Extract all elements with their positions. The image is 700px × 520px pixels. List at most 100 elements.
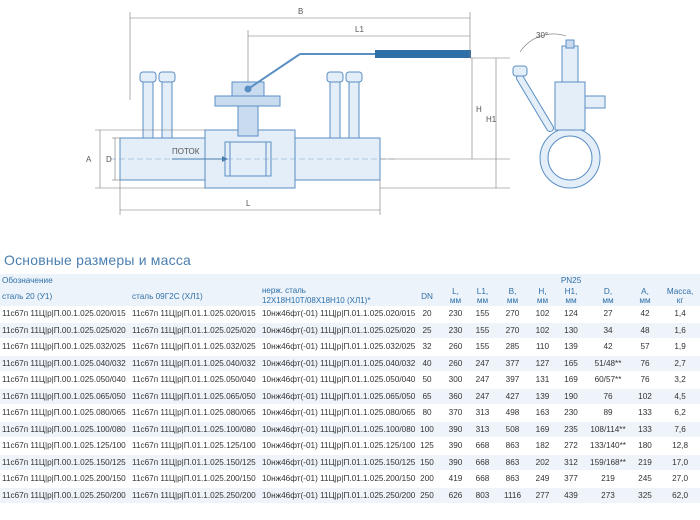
table-cell: 155 bbox=[469, 338, 496, 356]
header-material-1: сталь 20 (У1) bbox=[2, 291, 53, 301]
table-cell: 127 bbox=[529, 355, 556, 372]
table-cell: 102 bbox=[529, 322, 556, 339]
table-cell: 12,8 bbox=[660, 437, 700, 455]
table-cell: 10нж46фт(-01) 11Ц|р|П.01.1.025.040/032 bbox=[260, 355, 415, 372]
table-cell: 76 bbox=[630, 355, 660, 372]
table-cell: 139 bbox=[529, 388, 556, 405]
table-cell: 219 bbox=[630, 454, 660, 471]
table-cell: 439 bbox=[556, 487, 586, 504]
table-cell: 245 bbox=[630, 470, 660, 488]
table-cell: 277 bbox=[529, 487, 556, 504]
table-cell: 250 bbox=[412, 487, 442, 504]
table-cell: 312 bbox=[556, 454, 586, 471]
table-cell: 76 bbox=[630, 371, 660, 389]
table-cell: 125 bbox=[412, 437, 442, 455]
side-view bbox=[512, 33, 606, 189]
specs-table: Обозначение PN25 сталь 20 (У1) сталь 09Г… bbox=[0, 274, 700, 504]
dimension-L1 bbox=[247, 30, 470, 82]
table-cell: 60/57** bbox=[586, 371, 630, 389]
table-cell: 180 bbox=[630, 437, 660, 455]
table-cell: 863 bbox=[496, 454, 529, 471]
table-cell: 11с67п 11Ц|р|П.01.1.025.065/050 bbox=[130, 388, 260, 405]
header-L1: L1,мм bbox=[476, 287, 489, 305]
table-cell: 3,2 bbox=[660, 371, 700, 389]
valve-handle bbox=[247, 50, 471, 90]
table-cell: 230 bbox=[442, 322, 469, 339]
table-cell: 76 bbox=[586, 388, 630, 405]
table-cell: 165 bbox=[556, 355, 586, 372]
label-B: B bbox=[298, 7, 303, 16]
flow-label: ПОТОК bbox=[172, 147, 200, 156]
table-cell: 10нж46фт(-01) 11Ц|р|П.01.1.025.065/050 bbox=[260, 388, 415, 405]
table-cell: 508 bbox=[496, 421, 529, 438]
table-cell: 190 bbox=[556, 388, 586, 405]
label-A: A bbox=[86, 155, 92, 164]
table-cell: 11с67п 11Ц|р|П.01.1.025.100/080 bbox=[130, 421, 260, 438]
table-cell: 1,9 bbox=[660, 338, 700, 356]
header-designation: Обозначение bbox=[2, 275, 53, 285]
header-pn25: PN25 bbox=[560, 275, 582, 285]
table-cell: 10нж46фт(-01) 11Ц|р|П.01.1.025.032/025 bbox=[260, 338, 415, 356]
table-cell: 249 bbox=[529, 470, 556, 488]
header-L: L,мм bbox=[449, 287, 462, 305]
table-cell: 40 bbox=[412, 355, 442, 372]
table-cell: 57 bbox=[630, 338, 660, 356]
table-cell: 1,6 bbox=[660, 322, 700, 339]
header-material-3: нерж. сталь 12Х18Н10Т/08Х18Н10 (ХЛ1)* bbox=[262, 286, 371, 305]
label-L: L bbox=[246, 199, 251, 208]
table-cell: 65 bbox=[412, 388, 442, 405]
table-cell: 325 bbox=[630, 487, 660, 504]
table-cell: 130 bbox=[556, 322, 586, 339]
table-cell: 11с67п 11Ц|р|П.01.1.025.032/025 bbox=[130, 338, 260, 356]
table-cell: 20 bbox=[412, 306, 442, 323]
table-cell: 11с67п 11Ц|р|П.00.1.025.100/080 bbox=[0, 421, 130, 438]
table-cell: 202 bbox=[529, 454, 556, 471]
table-cell: 219 bbox=[586, 470, 630, 488]
table-cell: 25 bbox=[412, 322, 442, 339]
table-cell: 34 bbox=[586, 322, 630, 339]
table-cell: 108/114** bbox=[586, 421, 630, 438]
table-cell: 397 bbox=[496, 371, 529, 389]
table-cell: 377 bbox=[496, 355, 529, 372]
table-cell: 390 bbox=[442, 454, 469, 471]
table-cell: 390 bbox=[442, 421, 469, 438]
table-cell: 11с67п 11Ц|р|П.01.1.025.050/040 bbox=[130, 371, 260, 389]
table-cell: 11с67п 11Ц|р|П.00.1.025.032/025 bbox=[0, 338, 130, 356]
table-cell: 260 bbox=[442, 338, 469, 356]
table-cell: 11с67п 11Ц|р|П.01.1.025.040/032 bbox=[130, 355, 260, 372]
table-cell: 50 bbox=[412, 371, 442, 389]
table-cell: 377 bbox=[556, 470, 586, 488]
table-cell: 4,5 bbox=[660, 388, 700, 405]
section-title: Основные размеры и масса bbox=[4, 252, 192, 268]
table-cell: 11с67п 11Ц|р|П.01.1.025.250/200 bbox=[130, 487, 260, 504]
valve-drawing: ПОТОК B L1 bbox=[86, 7, 606, 215]
label-angle: 30° bbox=[536, 31, 548, 40]
table-cell: 102 bbox=[529, 306, 556, 323]
table-cell: 863 bbox=[496, 470, 529, 488]
table-cell: 32 bbox=[412, 338, 442, 356]
table-cell: 10нж46фт(-01) 11Ц|р|П.01.1.025.100/080 bbox=[260, 421, 415, 438]
table-cell: 10нж46фт(-01) 11Ц|р|П.01.1.025.125/100 bbox=[260, 437, 415, 455]
table-cell: 419 bbox=[442, 470, 469, 488]
table-cell: 169 bbox=[556, 371, 586, 389]
table-cell: 80 bbox=[412, 404, 442, 422]
table-cell: 300 bbox=[442, 371, 469, 389]
table-cell: 11с67п 11Ц|р|П.00.1.025.125/100 bbox=[0, 437, 130, 455]
table-cell: 285 bbox=[496, 338, 529, 356]
table-cell: 182 bbox=[529, 437, 556, 455]
header-B: B,мм bbox=[506, 287, 519, 305]
table-cell: 131 bbox=[529, 371, 556, 389]
table-cell: 247 bbox=[469, 371, 496, 389]
table-cell: 51/48** bbox=[586, 355, 630, 372]
table-cell: 11с67п 11Ц|р|П.00.1.025.200/150 bbox=[0, 470, 130, 488]
table-cell: 626 bbox=[442, 487, 469, 504]
table-cell: 200 bbox=[412, 470, 442, 488]
